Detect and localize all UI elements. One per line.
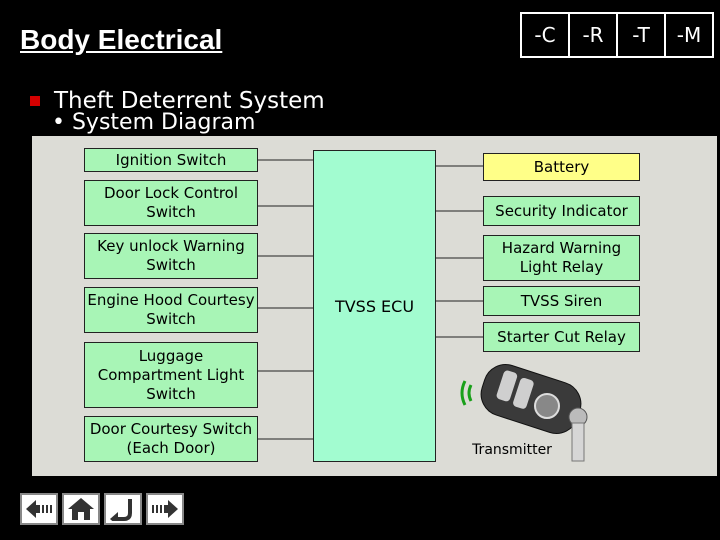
- tab-c[interactable]: -C: [520, 12, 570, 58]
- engine-hood-courtesy-switch-box: Engine Hood Courtesy Switch: [84, 287, 258, 333]
- home-button[interactable]: [62, 493, 100, 525]
- transmitter-key-icon: [460, 364, 588, 462]
- next-icon: [152, 500, 178, 518]
- tab-m[interactable]: -M: [664, 12, 714, 58]
- key-unlock-warning-switch-box: Key unlock Warning Switch: [84, 233, 258, 279]
- tvss-siren-box: TVSS Siren: [483, 286, 640, 316]
- battery-box: Battery: [483, 153, 640, 181]
- security-indicator-box: Security Indicator: [483, 196, 640, 226]
- back-icon: [26, 500, 52, 518]
- luggage-compartment-light-switch-box: Luggage Compartment Light Switch: [84, 342, 258, 408]
- bullet-sub: • System Diagram: [52, 110, 256, 135]
- door-courtesy-switch-box: Door Courtesy Switch (Each Door): [84, 416, 258, 462]
- connector-lines: [257, 159, 483, 440]
- door-lock-control-switch-box: Door Lock Control Switch: [84, 180, 258, 226]
- bullet-square-icon: [30, 96, 40, 106]
- page-title: Body Electrical: [20, 24, 223, 55]
- bullet-main: Theft Deterrent System: [30, 88, 325, 114]
- return-icon: [110, 499, 132, 521]
- nav-buttons: [20, 493, 184, 525]
- return-button[interactable]: [104, 493, 142, 525]
- section-tabs: -C -R -T -M: [520, 12, 714, 58]
- home-icon: [68, 498, 94, 520]
- ignition-switch-box: Ignition Switch: [84, 148, 258, 172]
- hazard-warning-light-relay-box: Hazard Warning Light Relay: [483, 235, 640, 281]
- tab-t[interactable]: -T: [616, 12, 666, 58]
- tab-r[interactable]: -R: [568, 12, 618, 58]
- bullet-main-text: Theft Deterrent System: [54, 88, 325, 114]
- back-button[interactable]: [20, 493, 58, 525]
- starter-cut-relay-box: Starter Cut Relay: [483, 322, 640, 352]
- system-diagram: Ignition Switch Door Lock Control Switch…: [32, 136, 717, 476]
- tvss-ecu-box: TVSS ECU: [313, 150, 436, 462]
- next-button[interactable]: [146, 493, 184, 525]
- transmitter-label: Transmitter: [472, 442, 552, 458]
